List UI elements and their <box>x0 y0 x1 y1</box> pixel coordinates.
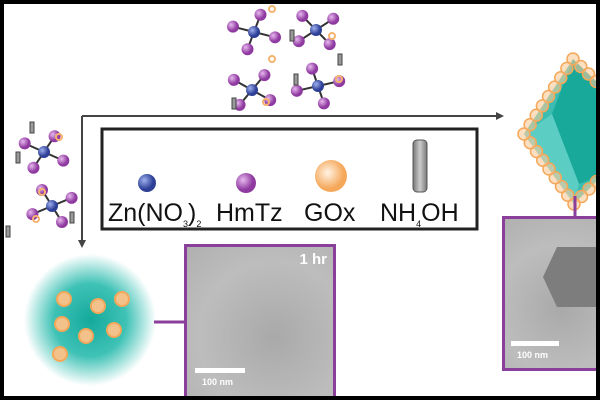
zn-ball <box>310 24 322 36</box>
gox-small <box>32 215 40 223</box>
nh4oh-small <box>5 225 11 238</box>
nh4oh-small <box>337 53 343 66</box>
nh4oh-small <box>29 121 35 134</box>
gox-shell-particle <box>560 61 574 76</box>
tem-image-crystal: 100 nm <box>502 216 596 371</box>
zn-ball <box>248 26 260 38</box>
precursor-molecules <box>5 5 346 238</box>
scale-bar <box>511 341 559 346</box>
scale-label: 100 nm <box>517 350 549 360</box>
nh4oh-cylinder-icon <box>412 139 428 193</box>
hmtz-ball <box>226 20 239 33</box>
nh4oh-small <box>289 29 295 42</box>
gox-particle <box>56 291 72 307</box>
hmtz-ball <box>241 43 254 56</box>
arrow-head-down <box>78 240 86 248</box>
schematic <box>5 5 596 386</box>
hmtz-ball <box>306 62 319 75</box>
hmtz-ball <box>254 8 267 21</box>
hmtz-ball <box>269 31 282 44</box>
zinc-icon <box>138 174 156 192</box>
gox-small <box>335 75 343 83</box>
legend-label-hmtz: HmTz <box>216 199 283 227</box>
zn-ball <box>312 80 324 92</box>
gox-particle <box>52 346 68 362</box>
zn-ball <box>246 84 258 96</box>
gox-particle <box>54 316 70 332</box>
scale-label: 100 nm <box>202 377 234 387</box>
gox-small <box>328 32 336 40</box>
hmtz-ball <box>57 154 70 167</box>
hmtz-ball <box>258 69 271 82</box>
scale-bar <box>195 368 245 373</box>
hmtz-ball <box>55 216 68 229</box>
gox-shell-particle <box>535 99 550 113</box>
gox-particle <box>106 322 122 338</box>
hmtz-ball <box>323 38 336 51</box>
zn-hmtz-cluster <box>227 69 277 111</box>
gox-small <box>268 5 276 13</box>
gox-icon <box>315 160 347 192</box>
hmtz-ball <box>264 94 277 107</box>
hmtz-ball <box>27 161 40 174</box>
gox-shell-particle <box>589 74 596 89</box>
hmtz-icon <box>236 173 256 193</box>
figure: Zn(NO3)2 HmTz GOx NH4OH 1 hr 100 nm 100 … <box>4 4 596 396</box>
crystal-shadow <box>543 247 596 307</box>
gox-particle <box>90 298 106 314</box>
hmtz-ball <box>227 73 240 86</box>
gox-shell-particle <box>529 108 543 122</box>
gox-shell-particle <box>541 89 556 104</box>
hmtz-ball <box>290 84 303 97</box>
hmtz-ball <box>317 97 330 110</box>
arrow-head-right <box>496 112 504 120</box>
encapsulated-gox <box>52 291 130 362</box>
gox-particle <box>114 291 130 307</box>
tem-image-1hr: 1 hr 100 nm <box>184 244 336 396</box>
zn-hmtz-cluster <box>290 62 346 110</box>
gox-small <box>262 98 270 106</box>
hmtz-ball <box>327 12 340 25</box>
zn-ball <box>38 146 50 158</box>
amorphous-particle <box>24 254 156 386</box>
hmtz-ball <box>233 98 246 111</box>
gox-particle <box>78 328 94 344</box>
hmtz-ball <box>292 35 305 48</box>
hmtz-ball <box>65 191 78 204</box>
nh4oh-small <box>69 211 75 224</box>
gox-small <box>38 188 46 196</box>
gox-shell-particle <box>554 71 568 85</box>
zn-hmtz-cluster <box>292 9 340 51</box>
time-label: 1 hr <box>299 251 327 268</box>
nh4oh-small <box>293 73 299 86</box>
legend-label-nh4oh: NH4OH <box>380 199 459 229</box>
gox-shell-particle <box>523 117 537 132</box>
zn-hmtz-cluster <box>226 8 282 56</box>
gox-small <box>268 55 276 63</box>
zn-ball <box>46 200 58 212</box>
legend-label-gox: GOx <box>304 199 356 227</box>
gox-shell-particle <box>517 127 531 141</box>
zif-crystal <box>517 52 596 211</box>
hmtz-ball <box>26 208 39 221</box>
legend-label-zn: Zn(NO3)2 <box>108 199 202 229</box>
hmtz-ball <box>18 137 31 150</box>
nh4oh-small <box>231 97 237 110</box>
gox-shell-particle <box>547 80 562 94</box>
nh4oh-small <box>15 151 21 164</box>
hmtz-ball <box>296 9 309 22</box>
gox-small <box>55 133 63 141</box>
